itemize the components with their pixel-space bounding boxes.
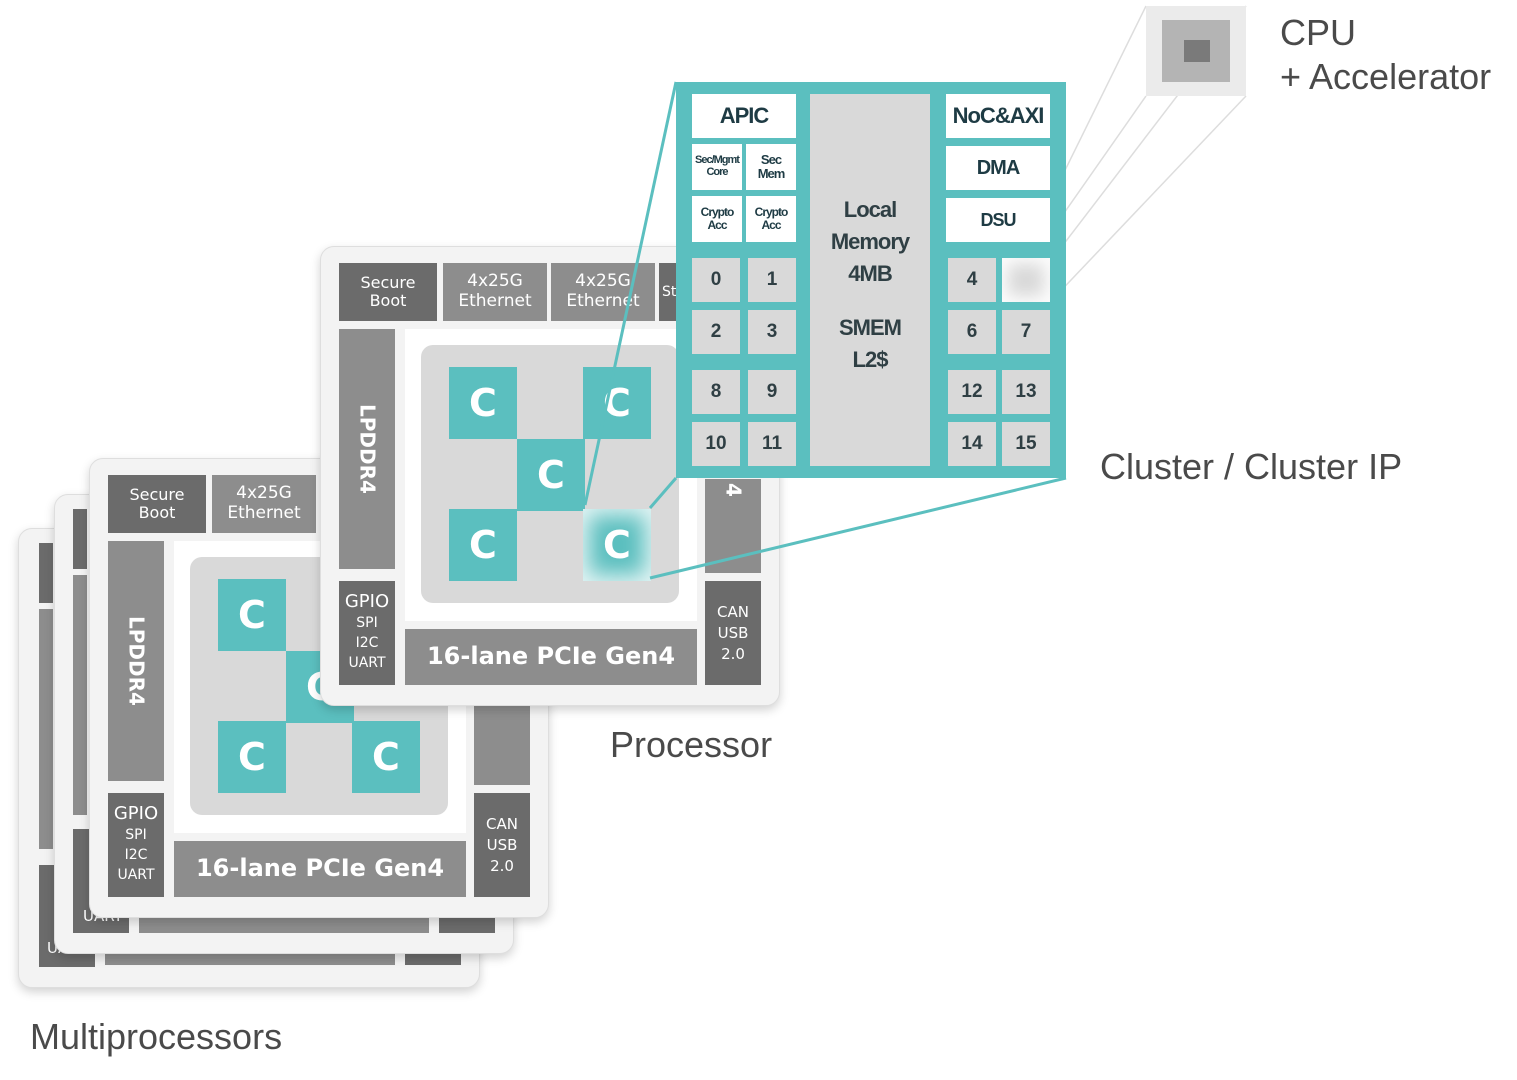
back-right-bar (474, 699, 530, 785)
crypto-acc-block-1: Crypto Acc (692, 196, 742, 242)
core-cell-2: 2 (692, 310, 740, 354)
smem-label: SMEM L2$ (839, 315, 902, 372)
core-cell-12: 12 (948, 370, 996, 414)
ethernet-block-1: 4x25G Ethernet (443, 263, 547, 321)
core-1: C (449, 367, 517, 439)
back-ethernet-block: 4x25G Ethernet (212, 475, 316, 533)
core-cell-6: 6 (948, 310, 996, 354)
gpio-block: GPIO SPI I2C UART (339, 581, 395, 685)
core-cell-8: 8 (692, 370, 740, 414)
core-area: C C C C C (421, 345, 679, 603)
core-cell-0: 0 (692, 258, 740, 302)
cpu-label: CPU (1280, 12, 1357, 53)
apic-block: APIC (692, 94, 796, 138)
gpio-label: GPIO (344, 591, 390, 613)
lpddr4-label: LPDDR4 (355, 404, 380, 494)
back-lpddr4-label: LPDDR4 (124, 616, 149, 706)
layer2-side-block (73, 509, 87, 569)
cpu-icon-inner (1162, 20, 1230, 82)
multiprocessors-label: Multiprocessors (30, 1016, 283, 1057)
local-memory-label: Local Memory 4MB (830, 197, 910, 286)
lpddr4-block: LPDDR4 (339, 329, 395, 569)
sec-mem-block: Sec Mem (746, 144, 796, 190)
back-core-3: C (218, 721, 286, 793)
core-region: C C C C C (405, 329, 697, 621)
ethernet-block-2: 4x25G Ethernet (551, 263, 655, 321)
connector-cpu-4 (1051, 95, 1247, 301)
noc-axi-block: NoC&AXI (946, 94, 1050, 138)
core-5-highlighted: C (583, 509, 651, 581)
core-cell-5-highlighted (1002, 258, 1050, 302)
sec-mgmt-core-block: Sec/Mgmt Core (692, 144, 742, 190)
cluster-label: Cluster / Cluster IP (1100, 446, 1403, 487)
core-cell-10: 10 (692, 422, 740, 466)
partial-top-label: St (662, 283, 677, 300)
layer2-bottom-right-block (439, 915, 495, 933)
layer3-left-bar (39, 609, 53, 849)
back-lpddr4-block: LPDDR4 (108, 541, 164, 781)
can-usb-block: CAN USB 2.0 (705, 581, 761, 685)
cpu-accelerator-icon (1146, 6, 1246, 96)
core-cell-11: 11 (748, 422, 796, 466)
right-bar: 4 (705, 479, 761, 573)
back-core-4: C (352, 721, 420, 793)
cpu-icon-core (1184, 40, 1210, 62)
back-pcie-block: 16-lane PCIe Gen4 (174, 841, 466, 897)
back-secure-boot-block: Secure Boot (108, 475, 206, 533)
core-4: C (449, 509, 517, 581)
back-gpio-label: GPIO (113, 803, 159, 825)
gpio-sub-label: SPI I2C UART (348, 614, 386, 672)
core-cell-9: 9 (748, 370, 796, 414)
accelerator-label: + Accelerator (1280, 56, 1492, 97)
back-gpio-sub-label: SPI I2C UART (117, 826, 155, 884)
dsu-block: DSU (946, 198, 1050, 242)
layer2-bottom-bar (139, 915, 429, 933)
back-gpio-block: GPIO SPI I2C UART (108, 793, 164, 897)
core-cell-7: 7 (1002, 310, 1050, 354)
core-2: C (583, 367, 651, 439)
right-bar-partial-label: 4 (721, 483, 746, 497)
dma-block: DMA (946, 146, 1050, 190)
back-can-usb-block: CAN USB 2.0 (474, 793, 530, 897)
cluster-panel: APIC Sec/Mgmt Core Sec Mem Crypto Acc Cr… (676, 82, 1066, 478)
core-3: C (517, 439, 585, 511)
pcie-block: 16-lane PCIe Gen4 (405, 629, 697, 685)
core-cell-4: 4 (948, 258, 996, 302)
core-cell-15: 15 (1002, 422, 1050, 466)
core-cell-1: 1 (748, 258, 796, 302)
back-core-1: C (218, 579, 286, 651)
core-cell-13: 13 (1002, 370, 1050, 414)
layer3-side-block (39, 543, 53, 603)
layer2-left-bar (73, 575, 87, 815)
crypto-acc-block-2: Crypto Acc (746, 196, 796, 242)
core-cell-3: 3 (748, 310, 796, 354)
secure-boot-block: Secure Boot (339, 263, 437, 321)
processor-label: Processor (610, 724, 773, 765)
core-cell-14: 14 (948, 422, 996, 466)
local-memory-block: Local Memory 4MB SMEM L2$ (810, 94, 930, 466)
